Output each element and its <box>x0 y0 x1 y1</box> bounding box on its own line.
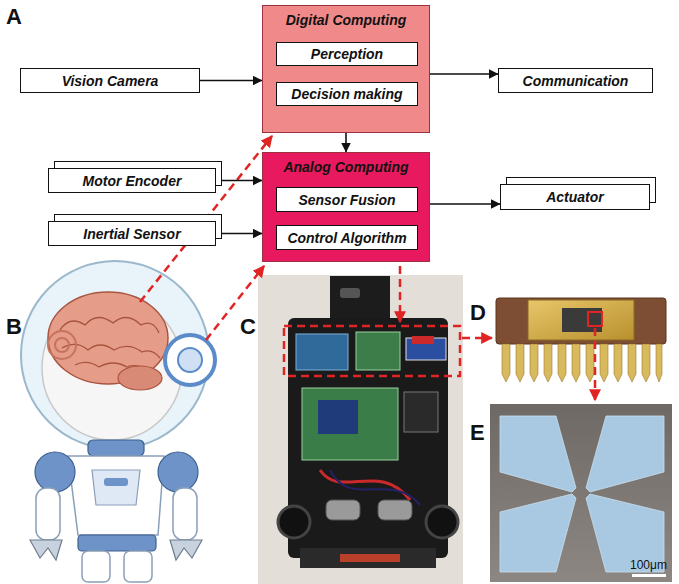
stacked-box: Motor Encoder <box>48 168 216 193</box>
node-text: Vision Camera <box>62 73 159 89</box>
connector-arrow <box>216 180 262 182</box>
panel-letter: A <box>6 4 22 30</box>
panel-letter: E <box>470 420 485 446</box>
stacked-box: Actuator <box>500 184 650 210</box>
node-text: Actuator <box>546 189 604 205</box>
node-text: Control Algorithm <box>287 230 406 246</box>
robot-photo <box>258 275 463 584</box>
process-box: Control Algorithm <box>276 225 418 250</box>
connector-arrow <box>430 203 500 205</box>
module-title: Digital Computing <box>286 12 407 28</box>
connector-arrow <box>216 233 262 235</box>
module-box: Analog ComputingSensor FusionControl Alg… <box>262 152 430 262</box>
chip-photo <box>496 298 666 382</box>
node-text: Inertial Sensor <box>83 226 180 242</box>
connector-arrow <box>345 133 347 152</box>
panel-letter: D <box>470 300 486 326</box>
process-box: Sensor Fusion <box>276 187 418 212</box>
process-box: Decision making <box>276 82 418 106</box>
node-text: Motor Encoder <box>83 173 182 189</box>
connector-arrow <box>430 73 498 75</box>
node-text: Sensor Fusion <box>298 192 395 208</box>
module-title: Analog Computing <box>283 159 408 175</box>
robot-illustration <box>21 261 215 582</box>
node-text: Communication <box>523 73 629 89</box>
node-text: Decision making <box>291 86 402 102</box>
panel-letter: C <box>240 314 256 340</box>
process-box: Vision Camera <box>20 68 200 93</box>
module-box: Digital ComputingPerceptionDecision maki… <box>262 5 430 133</box>
scale-label: 100μm <box>630 558 667 572</box>
panel-letter: B <box>6 314 22 340</box>
process-box: Perception <box>276 42 418 66</box>
micrograph <box>490 404 672 582</box>
process-box: Communication <box>498 68 653 93</box>
stacked-box: Inertial Sensor <box>48 221 216 246</box>
node-text: Perception <box>311 46 383 62</box>
connector-arrow <box>200 80 262 82</box>
